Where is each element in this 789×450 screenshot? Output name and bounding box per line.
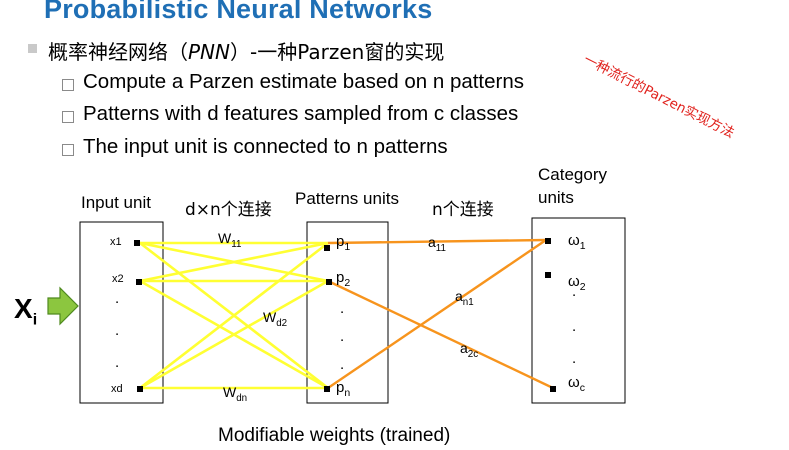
header-category-line1: Category: [538, 165, 607, 184]
input-vector-label: Xi: [14, 293, 37, 330]
pattern-label-sub: 1: [344, 241, 351, 253]
pattern-label-sub: n: [344, 387, 351, 399]
pattern-node-p1: [324, 245, 330, 251]
category-label-base: ω: [568, 374, 580, 391]
weight-base: W: [223, 384, 237, 400]
weight-label-w11: W11: [218, 230, 241, 250]
input-node-x1: [134, 240, 140, 246]
weight-label-a2c: a2c: [460, 340, 478, 360]
weight-label-a11: a11: [428, 234, 446, 254]
input-vector-base: X: [14, 293, 33, 324]
category-label-w1: ω1: [568, 232, 586, 252]
bullet-suffix: ）-一种Parzen窗的实现: [229, 40, 445, 64]
weight-sub: 11: [435, 242, 446, 254]
input-dot: .: [115, 354, 120, 371]
weight-sub: 2c: [467, 348, 479, 360]
header-n-connections: n个连接: [432, 200, 494, 220]
weight-base: a: [455, 288, 463, 304]
category-label-base: ω: [568, 273, 580, 290]
weight-sub: d2: [276, 317, 288, 329]
pattern-node-pn: [324, 386, 330, 392]
connection-line: [327, 239, 547, 389]
bullet-square-icon: [28, 44, 37, 53]
input-label-x2: x2: [112, 273, 124, 285]
category-label-wc: ωc: [568, 374, 585, 394]
weight-label-an1: an1: [455, 288, 474, 308]
header-dxn-connections: d×n个连接: [185, 200, 272, 220]
connection-line: [139, 241, 329, 283]
category-label-sub: c: [579, 382, 585, 394]
category-dot: .: [572, 350, 577, 367]
connection-line: [139, 279, 329, 390]
sub-bullet-box-icon: [62, 111, 74, 123]
sub-bullet-box-icon: [62, 144, 74, 156]
input-dot: .: [115, 290, 120, 307]
pattern-label-pn: pn: [336, 379, 350, 399]
sub-bullet-box-icon: [62, 79, 74, 91]
category-node-w2: [545, 272, 551, 278]
header-category-line2: units: [538, 188, 574, 207]
bullet-italic: PNN: [188, 40, 230, 64]
pattern-units-box: [306, 221, 389, 404]
category-label-sub: 2: [579, 281, 586, 293]
category-node-w1: [545, 238, 551, 244]
pattern-label-p1: p1: [336, 233, 350, 253]
pattern-dot: .: [340, 356, 345, 373]
category-dot: .: [572, 318, 577, 335]
pattern-dot: .: [340, 300, 345, 317]
category-label-sub: 1: [579, 240, 586, 252]
sub-bullet-2: Patterns with d features sampled from c …: [83, 102, 519, 125]
input-vector-sub: i: [32, 311, 38, 329]
category-units-box: [531, 217, 626, 404]
connection-line: [139, 241, 329, 390]
pattern-node-p2: [326, 279, 332, 285]
input-arrow-icon: [47, 286, 79, 326]
slide-title: Probabilistic Neural Networks: [44, 0, 433, 24]
weight-base: W: [218, 230, 232, 246]
sub-bullet-1: Compute a Parzen estimate based on n pat…: [83, 70, 525, 93]
weight-sub: dn: [236, 392, 248, 404]
weight-base: W: [263, 309, 277, 325]
header-input-unit: Input unit: [81, 193, 151, 212]
weight-sub: 11: [231, 238, 242, 250]
bullet-prefix: 概率神经网络（: [48, 40, 188, 64]
footer-caption: Modifiable weights (trained): [218, 425, 451, 446]
pattern-label-base: p: [336, 233, 345, 250]
category-node-wc: [550, 386, 556, 392]
pattern-label-base: p: [336, 269, 345, 286]
sub-bullet-3: The input unit is connected to n pattern…: [83, 135, 448, 158]
input-node-x2: [136, 279, 142, 285]
input-node-xd: [137, 386, 143, 392]
category-dot: .: [572, 283, 577, 300]
pattern-dot: .: [340, 328, 345, 345]
pattern-label-sub: 2: [344, 277, 351, 289]
weight-label-wd2: Wd2: [263, 309, 287, 329]
input-unit-box: [79, 221, 164, 404]
header-patterns-units: Patterns units: [295, 189, 399, 208]
connection-line: [327, 238, 547, 245]
weight-base: a: [428, 234, 436, 250]
pattern-label-base: p: [336, 379, 345, 396]
input-pattern-connections: [139, 241, 329, 390]
connection-line: [327, 279, 554, 390]
pattern-label-p2: p2: [336, 269, 350, 289]
bullet-pnn: 概率神经网络（PNN）-一种Parzen窗的实现: [48, 36, 444, 65]
input-dot: .: [115, 322, 120, 339]
input-label-x1: x1: [110, 236, 122, 248]
weight-label-wdn: Wdn: [223, 384, 247, 404]
category-label-w2: ω2: [568, 273, 586, 293]
input-label-xd: xd: [111, 383, 123, 395]
weight-sub: n1: [462, 296, 474, 308]
pattern-category-connections: [327, 238, 554, 390]
category-label-base: ω: [568, 232, 580, 249]
weight-base: a: [460, 340, 468, 356]
